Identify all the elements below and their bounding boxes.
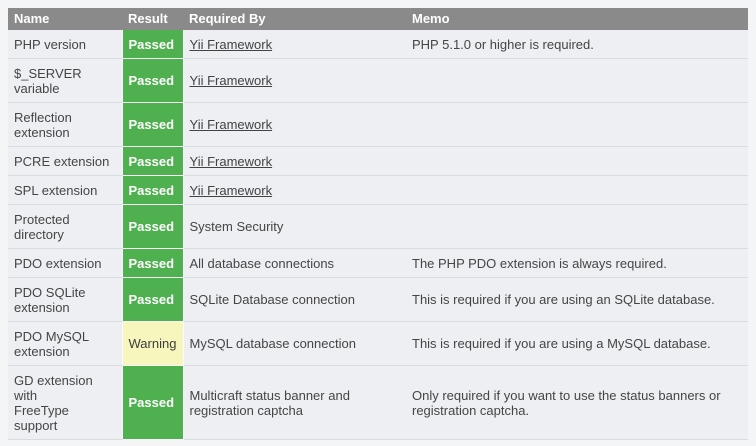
result-badge: Passed xyxy=(121,146,184,176)
result-badge: Passed xyxy=(121,365,184,440)
memo: PHP 5.1.0 or higher is required. xyxy=(406,30,748,59)
required-by-cell: All database connections xyxy=(183,248,406,278)
requirement-name: PDO extension xyxy=(8,248,122,278)
result-badge: Passed xyxy=(121,248,184,278)
required-by-text: MySQL database connection xyxy=(189,336,356,351)
required-by-link[interactable]: Yii Framework xyxy=(189,73,273,88)
required-by-text: SQLite Database connection xyxy=(189,292,356,307)
requirement-name: PDO SQLite extension xyxy=(8,277,122,322)
header-row: Name Result Required By Memo xyxy=(8,8,748,30)
requirement-name: PHP version xyxy=(8,30,122,59)
required-by-link[interactable]: Yii Framework xyxy=(189,153,273,169)
result-badge: Passed xyxy=(121,277,184,322)
memo: The PHP PDO extension is always required… xyxy=(406,248,748,278)
required-by-cell: MySQL database connection xyxy=(183,321,406,366)
required-by-link[interactable]: Yii Framework xyxy=(189,182,273,198)
result-badge: Warning xyxy=(121,321,184,366)
requirement-name: PCRE extension xyxy=(8,146,122,176)
column-header-memo: Memo xyxy=(406,8,748,30)
required-by-text: System Security xyxy=(189,219,284,234)
memo: This is required if you are using a MySQ… xyxy=(406,321,748,366)
required-by-cell: Yii Framework xyxy=(183,175,406,205)
required-by-text: All database connections xyxy=(189,255,335,271)
result-badge: Passed xyxy=(121,204,184,249)
memo xyxy=(406,175,748,205)
requirement-name: Protected directory xyxy=(8,204,122,249)
required-by-cell: Yii Framework xyxy=(183,102,406,147)
requirement-name: GD extension with FreeType support xyxy=(8,365,122,440)
requirements-table: Name Result Required By Memo PHP version… xyxy=(8,8,748,440)
requirement-name: Reflection extension xyxy=(8,102,122,147)
required-by-link[interactable]: Yii Framework xyxy=(189,117,273,132)
result-badge: Passed xyxy=(121,102,184,147)
column-header-result: Result xyxy=(122,8,183,30)
memo xyxy=(406,146,748,176)
result-badge: Passed xyxy=(121,30,184,59)
memo xyxy=(406,102,748,147)
required-by-text: Multicraft status banner and registratio… xyxy=(189,387,350,418)
required-by-cell: Yii Framework xyxy=(183,58,406,103)
required-by-cell: Yii Framework xyxy=(183,146,406,176)
memo xyxy=(406,58,748,103)
required-by-cell: SQLite Database connection xyxy=(183,277,406,322)
required-by-cell: Multicraft status banner and registratio… xyxy=(183,365,406,440)
requirement-name: $_SERVER variable xyxy=(8,58,122,103)
requirement-name: PDO MySQL extension xyxy=(8,321,122,366)
memo xyxy=(406,204,748,249)
result-badge: Passed xyxy=(121,58,184,103)
table-header: Name Result Required By Memo xyxy=(8,8,748,30)
column-header-name: Name xyxy=(8,8,122,30)
column-header-required-by: Required By xyxy=(183,8,406,30)
memo: Only required if you want to use the sta… xyxy=(406,365,748,440)
required-by-cell: Yii Framework xyxy=(183,30,406,59)
required-by-link[interactable]: Yii Framework xyxy=(189,36,273,52)
memo: This is required if you are using an SQL… xyxy=(406,277,748,322)
required-by-cell: System Security xyxy=(183,204,406,249)
requirement-name: SPL extension xyxy=(8,175,122,205)
result-badge: Passed xyxy=(121,175,184,205)
